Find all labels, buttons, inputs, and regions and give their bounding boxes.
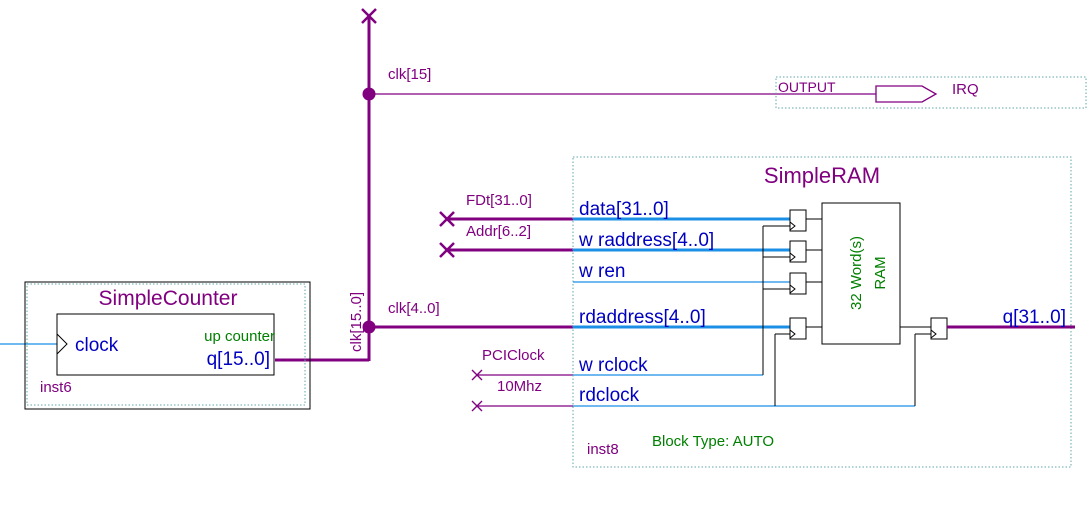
register-output-q	[930, 317, 948, 340]
simple-counter-title: SimpleCounter	[99, 287, 238, 310]
simple-ram-boundary	[572, 156, 1072, 468]
ram-rdclock-port-label: rdclock	[579, 385, 640, 406]
counter-clock-edge-icon	[56, 333, 68, 355]
pciclock-net-label: PCIClock	[482, 347, 545, 364]
fdt-open-end-marker	[439, 211, 455, 227]
irq-pin-name: IRQ	[952, 81, 979, 98]
ram-block-type-label: Block Type: AUTO	[652, 433, 774, 450]
fdt-net-label: FDt[31..0]	[466, 192, 532, 209]
output-port-type-label: OUTPUT	[778, 79, 836, 95]
ram-instance-label: inst8	[587, 441, 619, 458]
top-output-group: clk[15] OUTPUT IRQ	[369, 66, 1087, 109]
ram-core-words-label: 32 Word(s)	[848, 236, 865, 310]
output-pin-symbol[interactable]	[875, 85, 938, 103]
junction-dot-clk15	[362, 87, 376, 101]
register-data	[789, 209, 807, 232]
clock-bus-group: clk[15..0]	[275, 8, 377, 362]
ram-wren-port-label: w ren	[578, 261, 625, 282]
ram-rdaddress-port-label: rdaddress[4..0]	[579, 307, 706, 328]
simple-counter-block[interactable]: SimpleCounter clock up counter q[15..0] …	[0, 281, 311, 410]
register-to-core-wires	[806, 218, 931, 328]
register-rdaddress	[789, 317, 807, 340]
counter-bus-label: clk[15..0]	[348, 292, 365, 352]
pciclock-open-end-marker	[471, 369, 483, 381]
ram-core-box	[821, 202, 901, 345]
clk15-net-label: clk[15]	[388, 66, 431, 83]
bus-open-end-marker	[361, 8, 377, 24]
ram-wraddress-port-label: w raddress[4..0]	[578, 230, 714, 251]
counter-function-label: up counter	[204, 328, 275, 345]
register-wraddress	[789, 240, 807, 263]
register-wren	[789, 272, 807, 295]
addr-net-label: Addr[6..2]	[466, 223, 531, 240]
counter-instance-label: inst6	[40, 379, 72, 396]
output-pin-boundary	[775, 76, 1087, 109]
10mhz-net-label: 10Mhz	[497, 378, 542, 395]
simple-ram-title: SimpleRAM	[764, 163, 880, 188]
ram-core-type-label: RAM	[872, 256, 889, 289]
ram-clock-distribution	[762, 225, 931, 406]
addr-open-end-marker	[439, 242, 455, 258]
ram-wrclock-port-label: w rclock	[578, 355, 648, 376]
ram-data-port-label: data[31..0]	[579, 199, 669, 220]
ram-q-port-label: q[31..0]	[1003, 307, 1066, 328]
simple-counter-outer-frame	[24, 281, 311, 410]
10mhz-open-end-marker	[471, 400, 483, 412]
rdaddress-bus-label: clk[4..0]	[388, 300, 440, 317]
ram-input-nets: FDt[31..0] Addr[6..2] clk[4..0] PCIClock…	[369, 192, 573, 412]
counter-clock-port-label: clock	[75, 335, 119, 356]
simple-ram-block[interactable]: SimpleRAM	[572, 156, 1075, 468]
counter-q-port-label: q[15..0]	[207, 349, 270, 370]
ram-input-registers	[789, 209, 948, 340]
counter-core-box	[56, 313, 275, 376]
